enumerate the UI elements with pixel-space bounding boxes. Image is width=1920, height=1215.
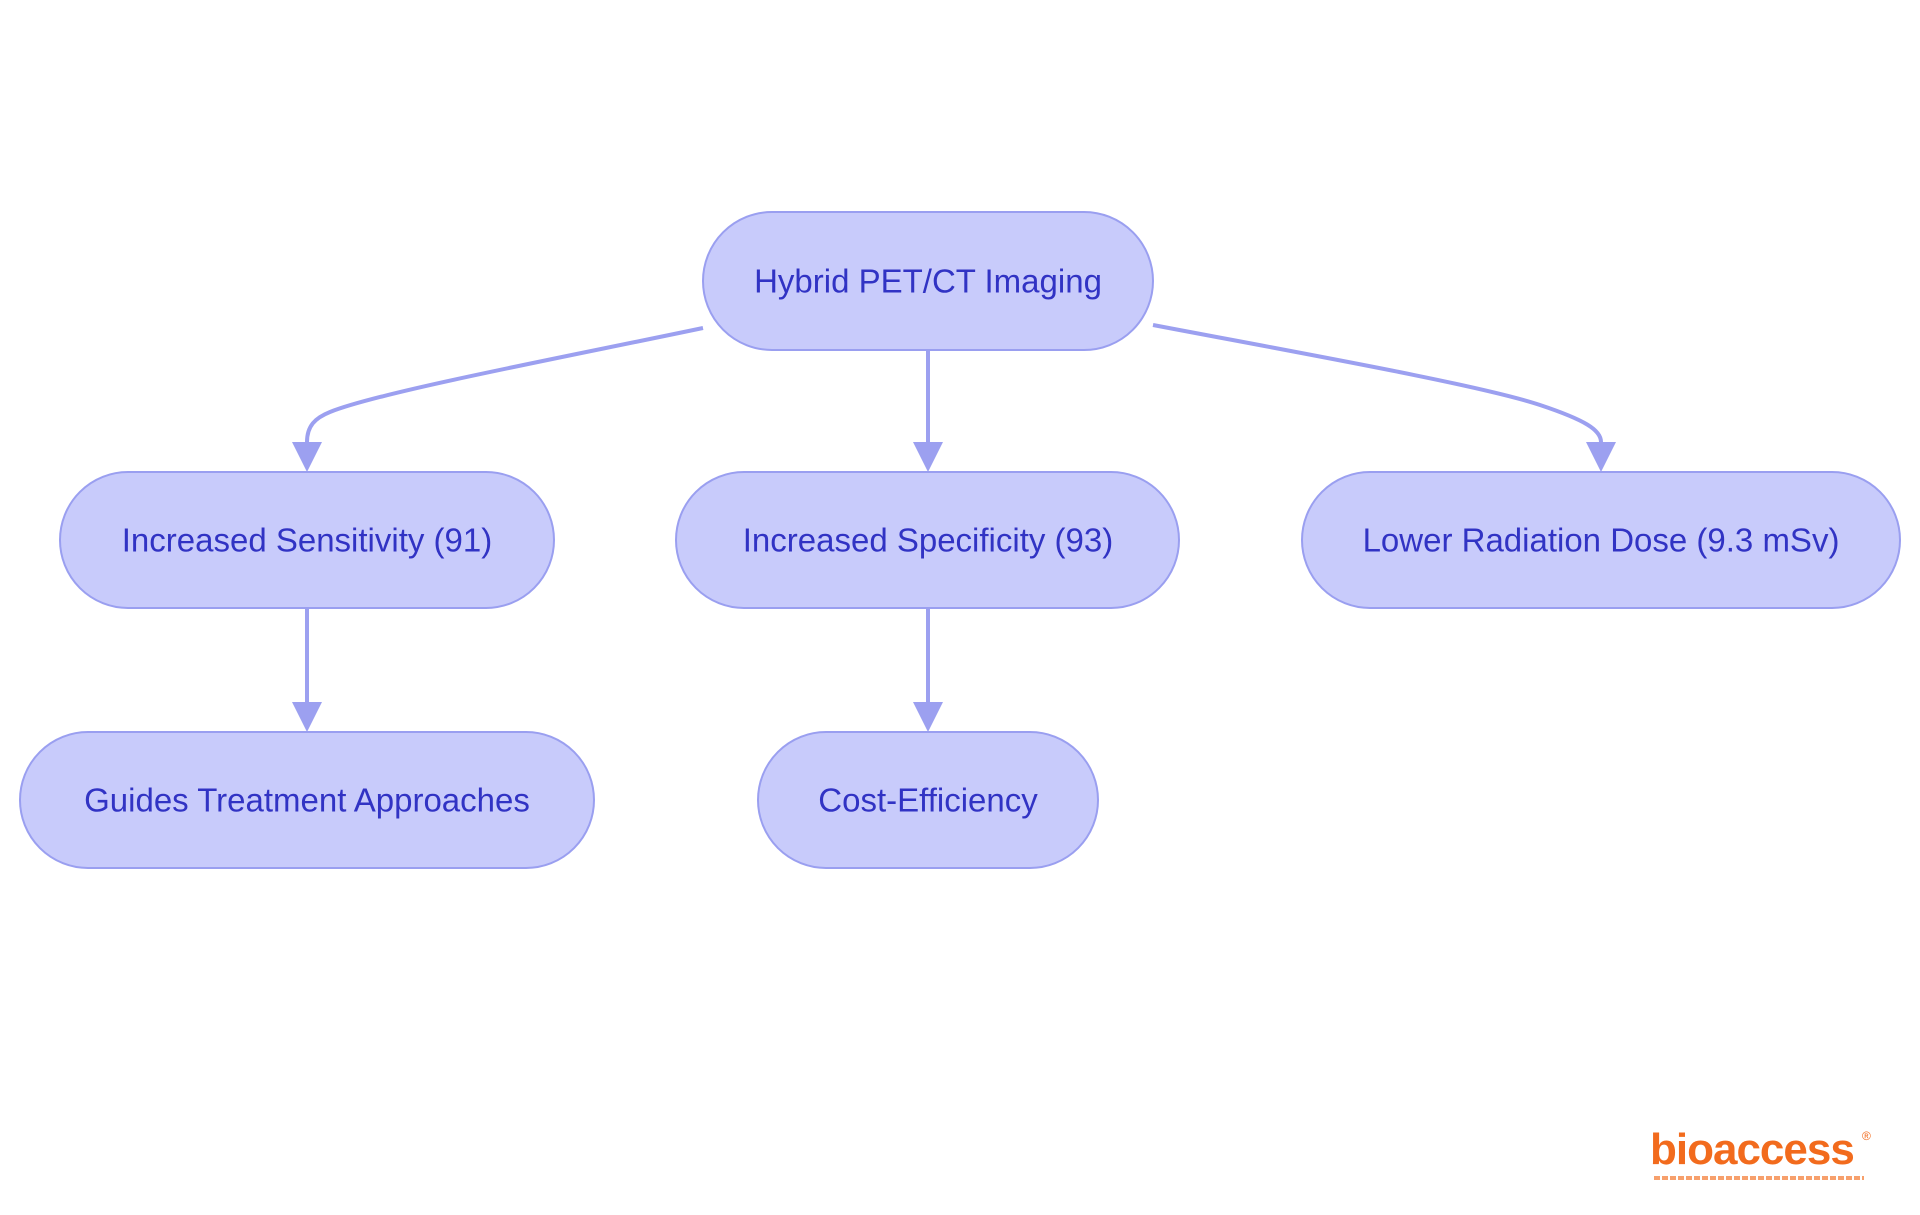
node-cost: Cost-Efficiency xyxy=(757,731,1099,869)
node-specificity-label: Increased Specificity (93) xyxy=(743,522,1114,559)
node-root-shape xyxy=(702,211,1154,351)
node-treatment-label: Guides Treatment Approaches xyxy=(84,782,530,819)
arrowhead-treatment xyxy=(292,702,322,732)
logo-registered-mark: ® xyxy=(1862,1129,1871,1143)
arrowhead-cost xyxy=(913,702,943,732)
edge-root-to-sensitivity xyxy=(305,326,704,443)
arrowhead-radiation xyxy=(1586,442,1616,472)
logo-wordmark: bioaccess xyxy=(1650,1125,1855,1174)
node-treatment-shape xyxy=(19,731,595,869)
node-specificity-shape xyxy=(675,471,1180,609)
node-radiation-shape xyxy=(1301,471,1901,609)
node-sensitivity-label: Increased Sensitivity (91) xyxy=(122,522,493,559)
node-specificity: Increased Specificity (93) xyxy=(675,471,1180,609)
arrowhead-specificity xyxy=(913,442,943,472)
node-cost-shape xyxy=(757,731,1099,869)
node-radiation: Lower Radiation Dose (9.3 mSv) xyxy=(1301,471,1901,609)
node-root: Hybrid PET/CT Imaging xyxy=(702,211,1154,351)
arrowhead-sensitivity xyxy=(292,442,322,472)
edges xyxy=(292,323,1616,732)
node-sensitivity-shape xyxy=(59,471,555,609)
logo-tagline-graphic xyxy=(1654,1176,1864,1180)
node-radiation-label: Lower Radiation Dose (9.3 mSv) xyxy=(1363,522,1840,559)
node-sensitivity: Increased Sensitivity (91) xyxy=(59,471,555,609)
node-treatment: Guides Treatment Approaches xyxy=(19,731,595,869)
node-root-label: Hybrid PET/CT Imaging xyxy=(754,263,1102,300)
bioaccess-logo: bioaccess ® xyxy=(1650,1125,1871,1186)
node-cost-label: Cost-Efficiency xyxy=(818,782,1038,819)
edge-root-to-radiation xyxy=(1152,323,1603,443)
